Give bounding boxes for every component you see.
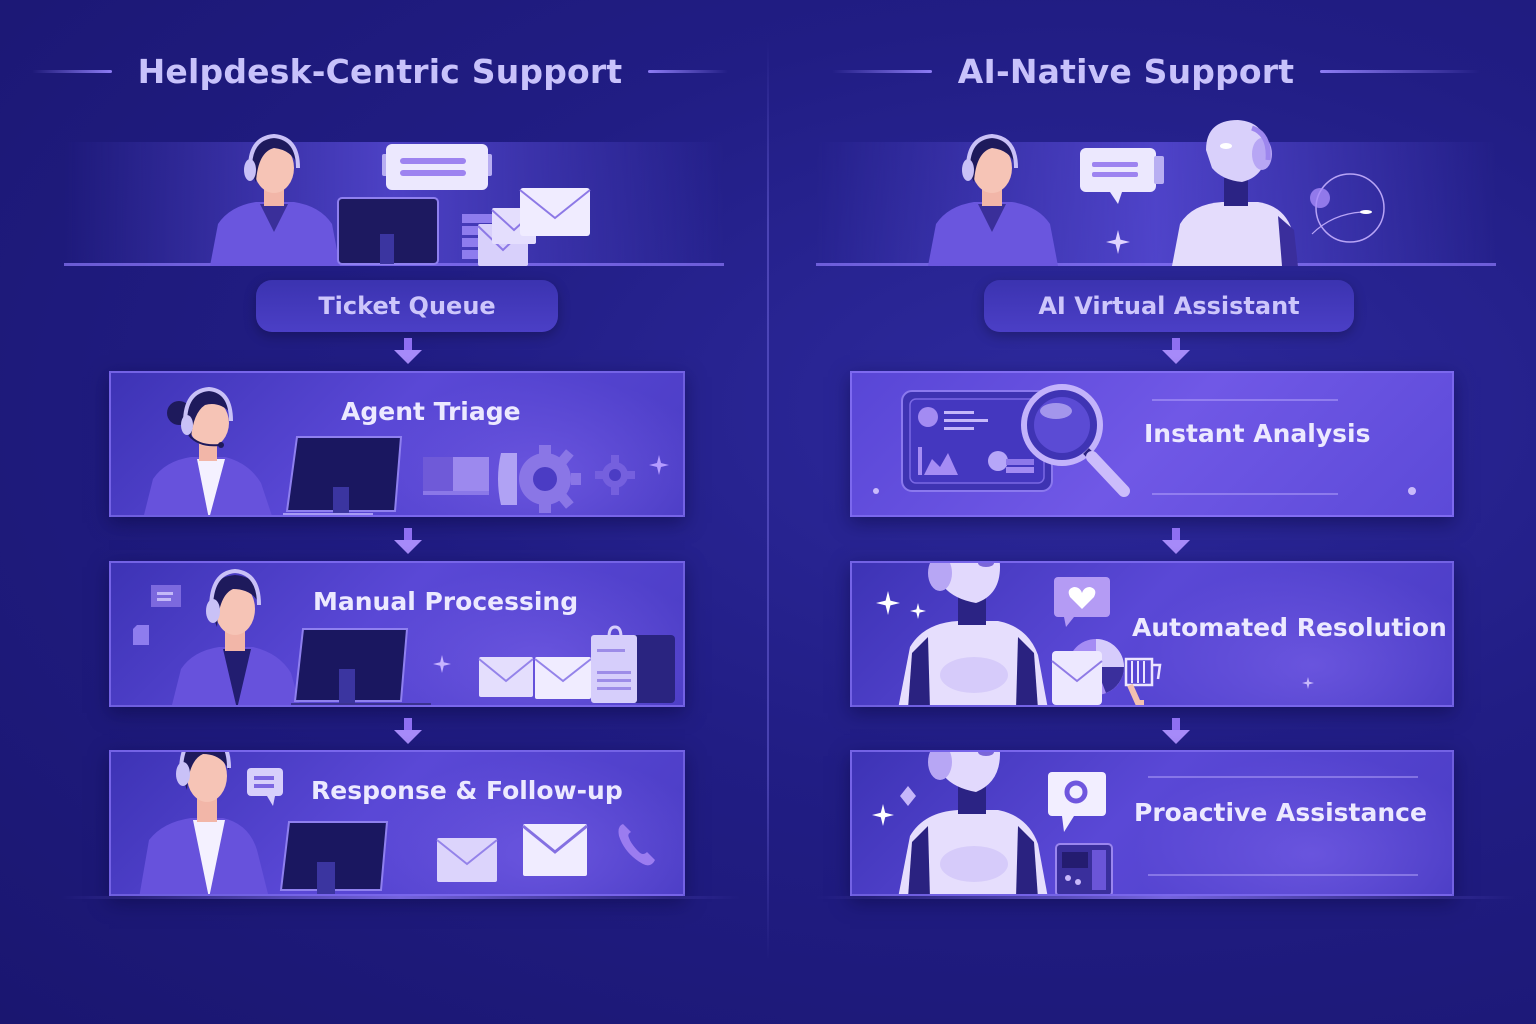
monitor-icon — [291, 628, 431, 705]
envelope-icon — [534, 657, 592, 699]
human-agent-icon — [928, 133, 1058, 266]
stage-label: Instant Analysis — [1144, 419, 1371, 448]
orbit-icon — [1310, 173, 1385, 243]
chat-icon — [247, 768, 283, 806]
sparkle-icon — [1106, 230, 1130, 254]
column-baseline — [816, 896, 1516, 899]
stage-label: Agent Triage — [341, 397, 521, 426]
stage-automated-resolution: Automated Resolution — [850, 561, 1454, 707]
sparkle-dots-icon — [873, 487, 1416, 495]
human-agent-icon — [210, 133, 340, 266]
flow-arrow-icon — [394, 338, 422, 366]
envelope-icon — [436, 838, 498, 882]
magnifier-icon — [1021, 384, 1130, 497]
hero-illustration-ai — [816, 120, 1496, 266]
gear-icon — [498, 445, 581, 513]
flow-arrow-icon — [1162, 338, 1190, 366]
helpdesk-column: Helpdesk-Centric Support — [0, 0, 760, 1024]
envelope-icon — [478, 657, 534, 697]
stage-label: Manual Processing — [313, 587, 579, 616]
sparkle-icon — [910, 603, 926, 619]
title-rule-left — [31, 70, 112, 73]
flow-arrow-icon — [394, 718, 422, 746]
ai-native-column: AI-Native Support — [776, 0, 1536, 1024]
robot-agent-icon — [1172, 120, 1298, 266]
entry-ai-virtual-assistant: AI Virtual Assistant — [984, 280, 1354, 332]
sparkle-icon — [872, 804, 894, 826]
stage-label: Response & Follow-up — [311, 776, 623, 805]
column-baseline — [60, 896, 740, 899]
robot-agent-icon — [898, 563, 1048, 705]
column-title-right: AI-Native Support — [776, 52, 1536, 91]
human-agent-icon — [144, 386, 272, 515]
column-title-text: AI-Native Support — [957, 52, 1295, 91]
column-title-text: Helpdesk-Centric Support — [137, 52, 623, 91]
tablet-icon — [1055, 843, 1113, 894]
stage-instant-analysis: Instant Analysis — [850, 371, 1454, 517]
stage-response-follow-up: Response & Follow-up — [109, 750, 685, 896]
folder-icon — [423, 457, 489, 495]
sparkle-icon — [876, 591, 900, 615]
entry-ticket-queue: Ticket Queue — [256, 280, 558, 332]
phone-icon — [618, 824, 655, 866]
monitor-icon — [337, 197, 439, 265]
title-rule-right — [648, 70, 729, 73]
envelope-icon — [519, 188, 591, 236]
sparkle-icon — [649, 455, 669, 475]
dashboard-icon — [901, 390, 1053, 492]
column-title-left: Helpdesk-Centric Support — [0, 52, 760, 91]
stage-label: Automated Resolution — [1132, 613, 1447, 642]
location-chat-icon — [1048, 772, 1106, 832]
monitor-icon — [279, 821, 389, 894]
chat-bubble-icon — [382, 144, 492, 190]
title-rule-left — [831, 70, 932, 73]
note-icon — [133, 625, 149, 645]
flow-arrow-icon — [394, 528, 422, 556]
stage-agent-triage: Agent Triage — [109, 371, 685, 517]
stage-label: Proactive Assistance — [1134, 798, 1427, 827]
sparkle-icon — [433, 655, 451, 673]
cart-icon — [1124, 657, 1162, 705]
heart-chat-icon — [1054, 577, 1110, 627]
sparkle-icon — [1302, 677, 1314, 689]
envelope-icon — [1051, 651, 1103, 705]
stage-proactive-assistance: Proactive Assistance — [850, 750, 1454, 896]
title-rule-right — [1320, 70, 1481, 73]
stage-manual-processing: Manual Processing — [109, 561, 685, 707]
monitor-icon — [283, 436, 403, 515]
human-agent-icon — [172, 568, 300, 705]
envelope-icon — [522, 824, 588, 876]
column-divider — [767, 40, 769, 960]
chat-bubble-icon — [1080, 148, 1164, 204]
document-icon — [591, 625, 675, 703]
hero-illustration-helpdesk — [64, 133, 724, 266]
human-agent-icon — [139, 752, 268, 894]
gem-icon — [900, 786, 916, 806]
flow-arrow-icon — [1162, 528, 1190, 556]
robot-agent-icon — [898, 752, 1048, 894]
gear-small-icon — [595, 455, 635, 495]
chat-icon — [151, 585, 181, 607]
flow-arrow-icon — [1162, 718, 1190, 746]
